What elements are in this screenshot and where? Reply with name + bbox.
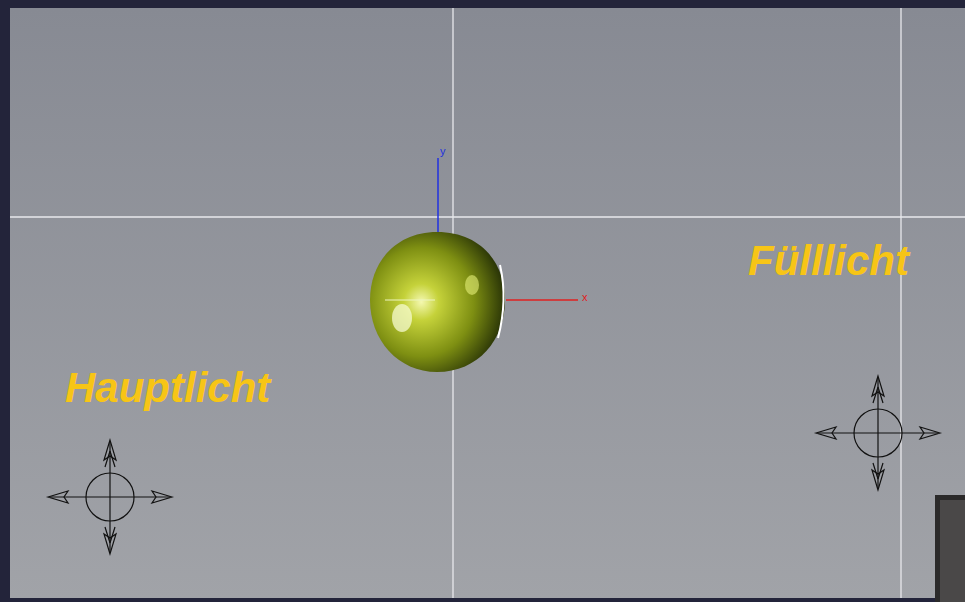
light-label: Fülllicht [748,240,909,282]
axis-label: y [440,146,446,157]
axis-label: x [582,292,588,303]
light-label: Hauptlicht [65,367,270,409]
